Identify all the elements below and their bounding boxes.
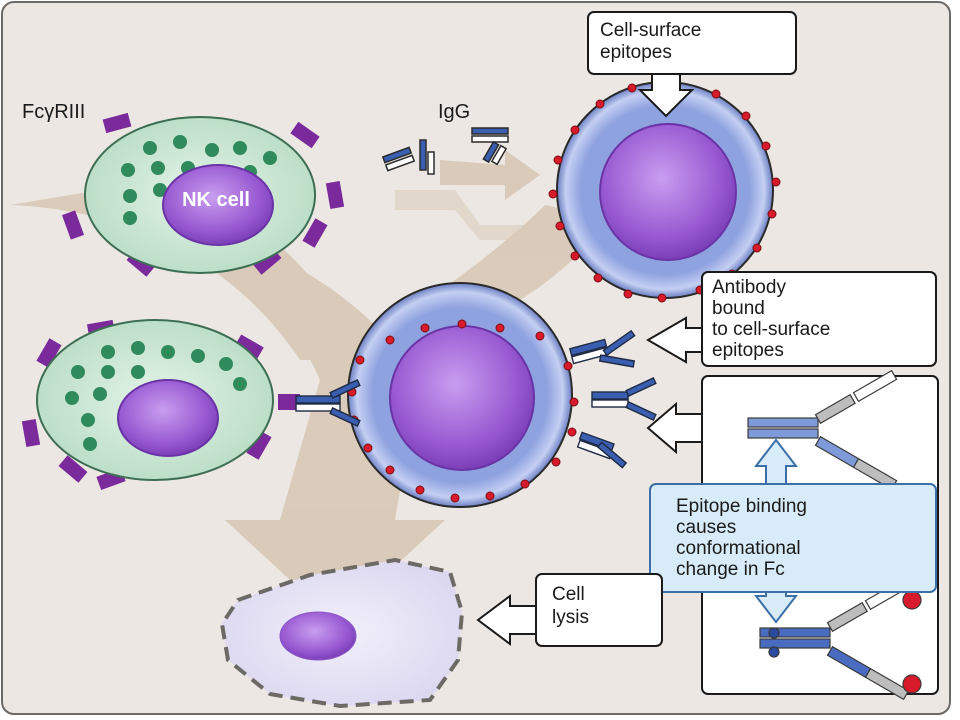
igg-label: IgG: [438, 101, 470, 123]
callout-arrow: [646, 401, 703, 455]
callout-antibody-bound: [646, 271, 937, 367]
epitopes: [347, 319, 579, 503]
lysed-cell: [219, 557, 465, 709]
callout-bound-line3: to cell-surface: [712, 319, 830, 340]
callout-arrow: [646, 316, 703, 364]
target-cell-top: [548, 77, 781, 303]
callout-epitopes-line2: epitopes: [600, 42, 672, 63]
target-cell-middle: [295, 282, 657, 508]
callout-epitopes-line1: Cell-surface: [600, 20, 701, 41]
granules: [65, 341, 247, 451]
bound-antibodies: [295, 329, 657, 469]
callout-bound-line2: bound: [712, 298, 765, 319]
callout-bound-line1: Antibody: [712, 277, 786, 298]
callout-conformational: [649, 483, 937, 593]
granules: [121, 135, 277, 225]
callout-lysis-line2: lysis: [552, 607, 589, 628]
nk-cell-label: NK cell: [182, 189, 250, 211]
callout-conf-line4: change in Fc: [676, 559, 785, 580]
callout-arrow: [476, 594, 537, 646]
callout-conf-line1: Epitope binding: [676, 496, 807, 517]
callout-bound-line4: epitopes: [712, 340, 784, 361]
callout-conf-line3: conformational: [676, 538, 801, 559]
receptor-label: FcγRIII: [22, 101, 85, 123]
callout-lysis: [476, 573, 663, 647]
free-igg-antibodies: [381, 127, 509, 175]
callout-arrow: [637, 73, 695, 118]
callout-conf-line2: causes: [676, 517, 736, 538]
nk-cell-top: [61, 112, 345, 277]
callout-lysis-line1: Cell: [552, 584, 585, 605]
antibody-bound: [759, 577, 922, 701]
nk-cell-middle: [21, 319, 300, 491]
callout-epitopes: [587, 11, 797, 118]
